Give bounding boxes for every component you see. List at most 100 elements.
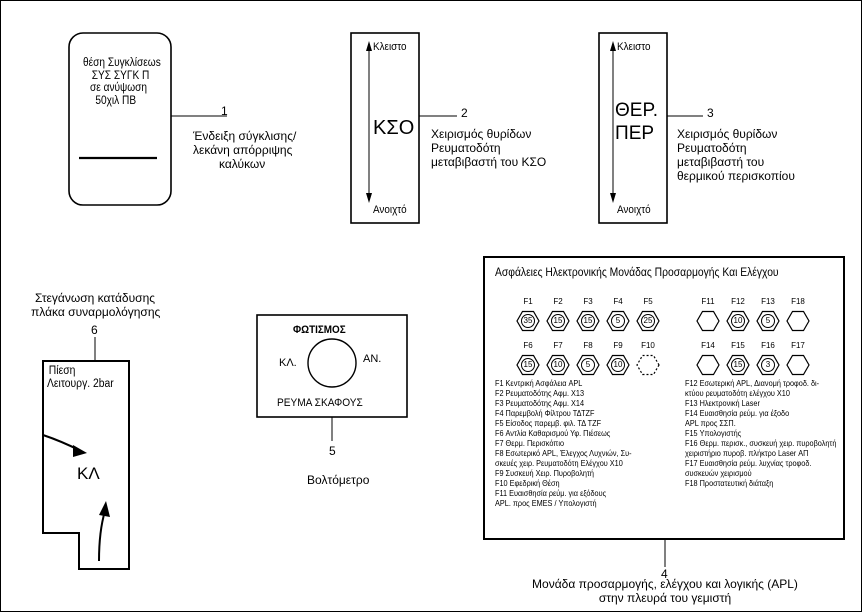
fuse-f17-label: F17 (791, 341, 805, 350)
fuse-f3-label: F3 (583, 297, 593, 306)
fuse-f8-label: F8 (583, 341, 593, 350)
legend-entry: F3 Ρευματοδότης Αφμ. X14 (495, 398, 585, 408)
callout-4: 4 (661, 567, 668, 581)
fuse-f9-label: F9 (613, 341, 623, 350)
legend-entry: F18 Προστατευτική διάταξη (685, 478, 774, 488)
fuse-f8-core (581, 358, 595, 372)
fuse-f2-label: F2 (553, 297, 563, 306)
fuse-f14-hex (696, 354, 720, 376)
callout-6: 6 (91, 323, 98, 337)
legend-entry: F5 Είσοδος παρεμβ. φιλ. ΤΔ ΤΖF (495, 418, 602, 428)
fuse-legend-right: F12 Εσωτερική APL, Διανομή τροφοδ. δι- κ… (685, 378, 836, 488)
fuse-f5-core (641, 314, 655, 328)
panel1-caption-line-1: Ένδειξη σύγκλισης/ (193, 129, 297, 143)
panel2-caption-line-3: μεταβιβαστή του ΚΣΟ (431, 155, 547, 169)
fuse-f7-label: F7 (553, 341, 563, 350)
fuse-f16-core (761, 358, 775, 372)
fuse-f16-rating: 3 (765, 360, 771, 369)
fuse-f13-label: F13 (761, 297, 775, 306)
fuse-f7-hex (546, 354, 570, 376)
panel3-center-line-2: ΠΕΡ (615, 123, 655, 144)
panel3-center-line-1: ΘΕΡ. (615, 100, 658, 121)
legend-entry: σκευές χειρ. Ρευματοδότη Ελέγχου X10 (495, 458, 623, 468)
legend-entry: F10 Εφεδρική Θέση (495, 478, 560, 488)
panel6-caption: Στεγάνωση κατάδυσης πλάκα συναρμολόγησης (31, 291, 161, 319)
fuse-f4-core (611, 314, 625, 328)
panel3-caption-line-3: μεταβιβαστή του (677, 155, 765, 169)
panel3-arrow-up-head (610, 41, 616, 51)
fuse-f17-hex (786, 354, 810, 376)
fuse-f13-core (761, 314, 775, 328)
panel2-box (350, 32, 420, 224)
fuse-f13-hex (756, 310, 780, 332)
panel2-open-label: Ανοιχτό (373, 204, 407, 216)
panel3-caption-line-2: Ρευματοδότη (677, 141, 747, 155)
fuse-f6-rating: 15 (523, 360, 533, 369)
panel3-closed-label: Κλειστο (617, 41, 651, 53)
legend-entry: APL. προς EMES / Υπολογιστή (495, 498, 597, 508)
legend-entry: F2 Ρευματοδότης Αφμ. X13 (495, 388, 585, 398)
panel3-arrow-down-head (610, 193, 616, 203)
panel6-center-label: ΚΛ (77, 464, 100, 483)
fuse-f8-rating: 5 (585, 360, 591, 369)
fuse-f11-hex (696, 310, 720, 332)
voltmeter-right-label: ΑΝ. (363, 353, 382, 365)
panel2-arrow-down-head (366, 193, 372, 203)
panel3-open-label: Ανοιχτό (617, 204, 651, 216)
voltmeter-left-label: ΚΛ. (279, 357, 297, 369)
panel4-caption: Μονάδα προσαρμογής, ελέγχου και λογικής … (501, 577, 829, 605)
fuse-f5-label: F5 (643, 297, 653, 306)
fuse-f6-hex (516, 354, 540, 376)
callout-5: 5 (329, 444, 336, 458)
fuse-f9-hex (606, 354, 630, 376)
fuse-f15-hex (726, 354, 750, 376)
legend-entry: F4 Παρεμβολή Φίλτρου ΤΔΤΖF (495, 408, 595, 418)
fuse-f4-hex (606, 310, 630, 332)
fuse-f7-rating: 10 (553, 360, 563, 369)
legend-entry: F15 Υπολογιστής (685, 428, 742, 438)
fuse-f12-label: F12 (731, 297, 745, 306)
fuse-f15-core (731, 358, 745, 372)
panel1-box (68, 32, 172, 206)
panel2-caption-line-1: Χειρισμός θυρίδων (431, 127, 532, 141)
callout-1: 1 (221, 104, 228, 118)
panel2-closed-label: Κλειστο (373, 41, 407, 53)
legend-entry: F6 Αντλία Καθαρισμού Υφ. Πιέσεως (495, 428, 611, 438)
panel5-caption: Βολτόμετρο (307, 473, 370, 487)
panel6-pressure-line-2: Λειτουργ. 2bar (47, 377, 114, 390)
legend-entry: F7 Θερμ. Περισκόπιο (495, 438, 565, 448)
panel4-box (483, 256, 845, 540)
panel6-arrow-head-2 (99, 501, 110, 517)
legend-entry: F17 Ευαισθησία ρεύμ. λυχνίας τροφοδ. (685, 458, 812, 468)
panel4-caption-line-1: Μονάδα προσαρμογής, ελέγχου και λογικής … (532, 577, 798, 591)
fuse-box-title: Ασφάλειες Ηλεκτρονικής Μονάδας Προσαρμογ… (495, 265, 779, 279)
panel3-caption: Χειρισμός θυρίδων Ρευματοδότη μεταβιβαστ… (677, 127, 795, 183)
panel6-caption-line-2: πλάκα συναρμολόγησης (31, 305, 161, 319)
voltmeter-dial (307, 338, 357, 388)
panel3-caption-line-1: Χειρισμός θυρίδων (677, 127, 778, 141)
panel1-label: θέση Συγκλίσεωs ΣΥΣ ΣΥΓΚ Π σε ανύψωση 50… (83, 57, 161, 107)
panel2-caption-line-2: Ρευματοδότη (431, 141, 501, 155)
fuse-f7-core (551, 358, 565, 372)
fuse-f11-label: F11 (701, 297, 715, 306)
fuse-f3-core (581, 314, 595, 328)
fuse-f18-label: F18 (791, 297, 805, 306)
fuse-f6-label: F6 (523, 341, 533, 350)
fuse-f13-rating: 5 (765, 316, 771, 325)
legend-entry: F8 Εσωτερικό APL, Έλεγχος Λυχνιών, Συ- (495, 448, 632, 458)
legend-entry: APL προς ΣΣΠ. (685, 418, 736, 428)
fuse-f16-hex (756, 354, 780, 376)
fuse-f1-rating: 35 (523, 316, 533, 325)
panel1-caption: Ένδειξη σύγκλισης/ λεκάνη απόρριψης καλύ… (193, 129, 296, 171)
fuse-f1-core (521, 314, 535, 328)
legend-entry: F12 Εσωτερική APL, Διανομή τροφοδ. δι- (685, 378, 820, 388)
fuse-f2-core (551, 314, 565, 328)
fuse-f2-rating: 15 (553, 316, 563, 325)
fuse-f12-hex (726, 310, 750, 332)
callout-3: 3 (707, 106, 714, 120)
panel1-line-1: θέση Συγκλίσεωs (83, 57, 161, 69)
panel3-center-label: ΘΕΡ. ΠΕΡ (615, 99, 658, 145)
fuse-f10-hex (636, 354, 660, 376)
